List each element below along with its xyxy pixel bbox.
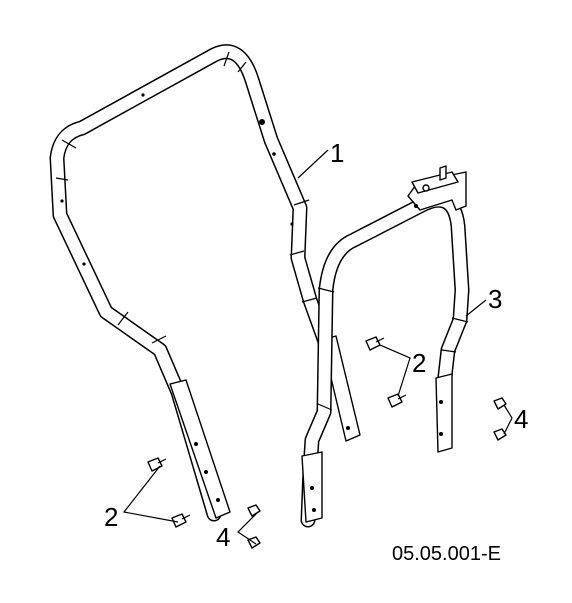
callout-bolts-center: 2 — [412, 348, 426, 378]
lower-handle — [300, 165, 470, 528]
callout-nuts-left: 4 — [216, 522, 230, 552]
callout-upper-handle: 1 — [330, 138, 344, 168]
bolt-center-upper — [365, 336, 385, 351]
left-nuts — [247, 504, 261, 549]
upper-handle — [49, 44, 361, 522]
bolt-left-lower — [171, 513, 191, 528]
callout-lower-handle: 3 — [488, 284, 502, 314]
bolt-center-lower — [387, 393, 407, 408]
left-bolts — [147, 457, 191, 528]
center-bolts — [365, 336, 407, 408]
callout-bolts-left: 2 — [104, 502, 118, 532]
callout-nuts-right: 4 — [514, 404, 528, 434]
leader-lines — [122, 149, 513, 545]
right-nuts — [493, 397, 507, 441]
document-id: 05.05.001-E — [392, 543, 501, 565]
